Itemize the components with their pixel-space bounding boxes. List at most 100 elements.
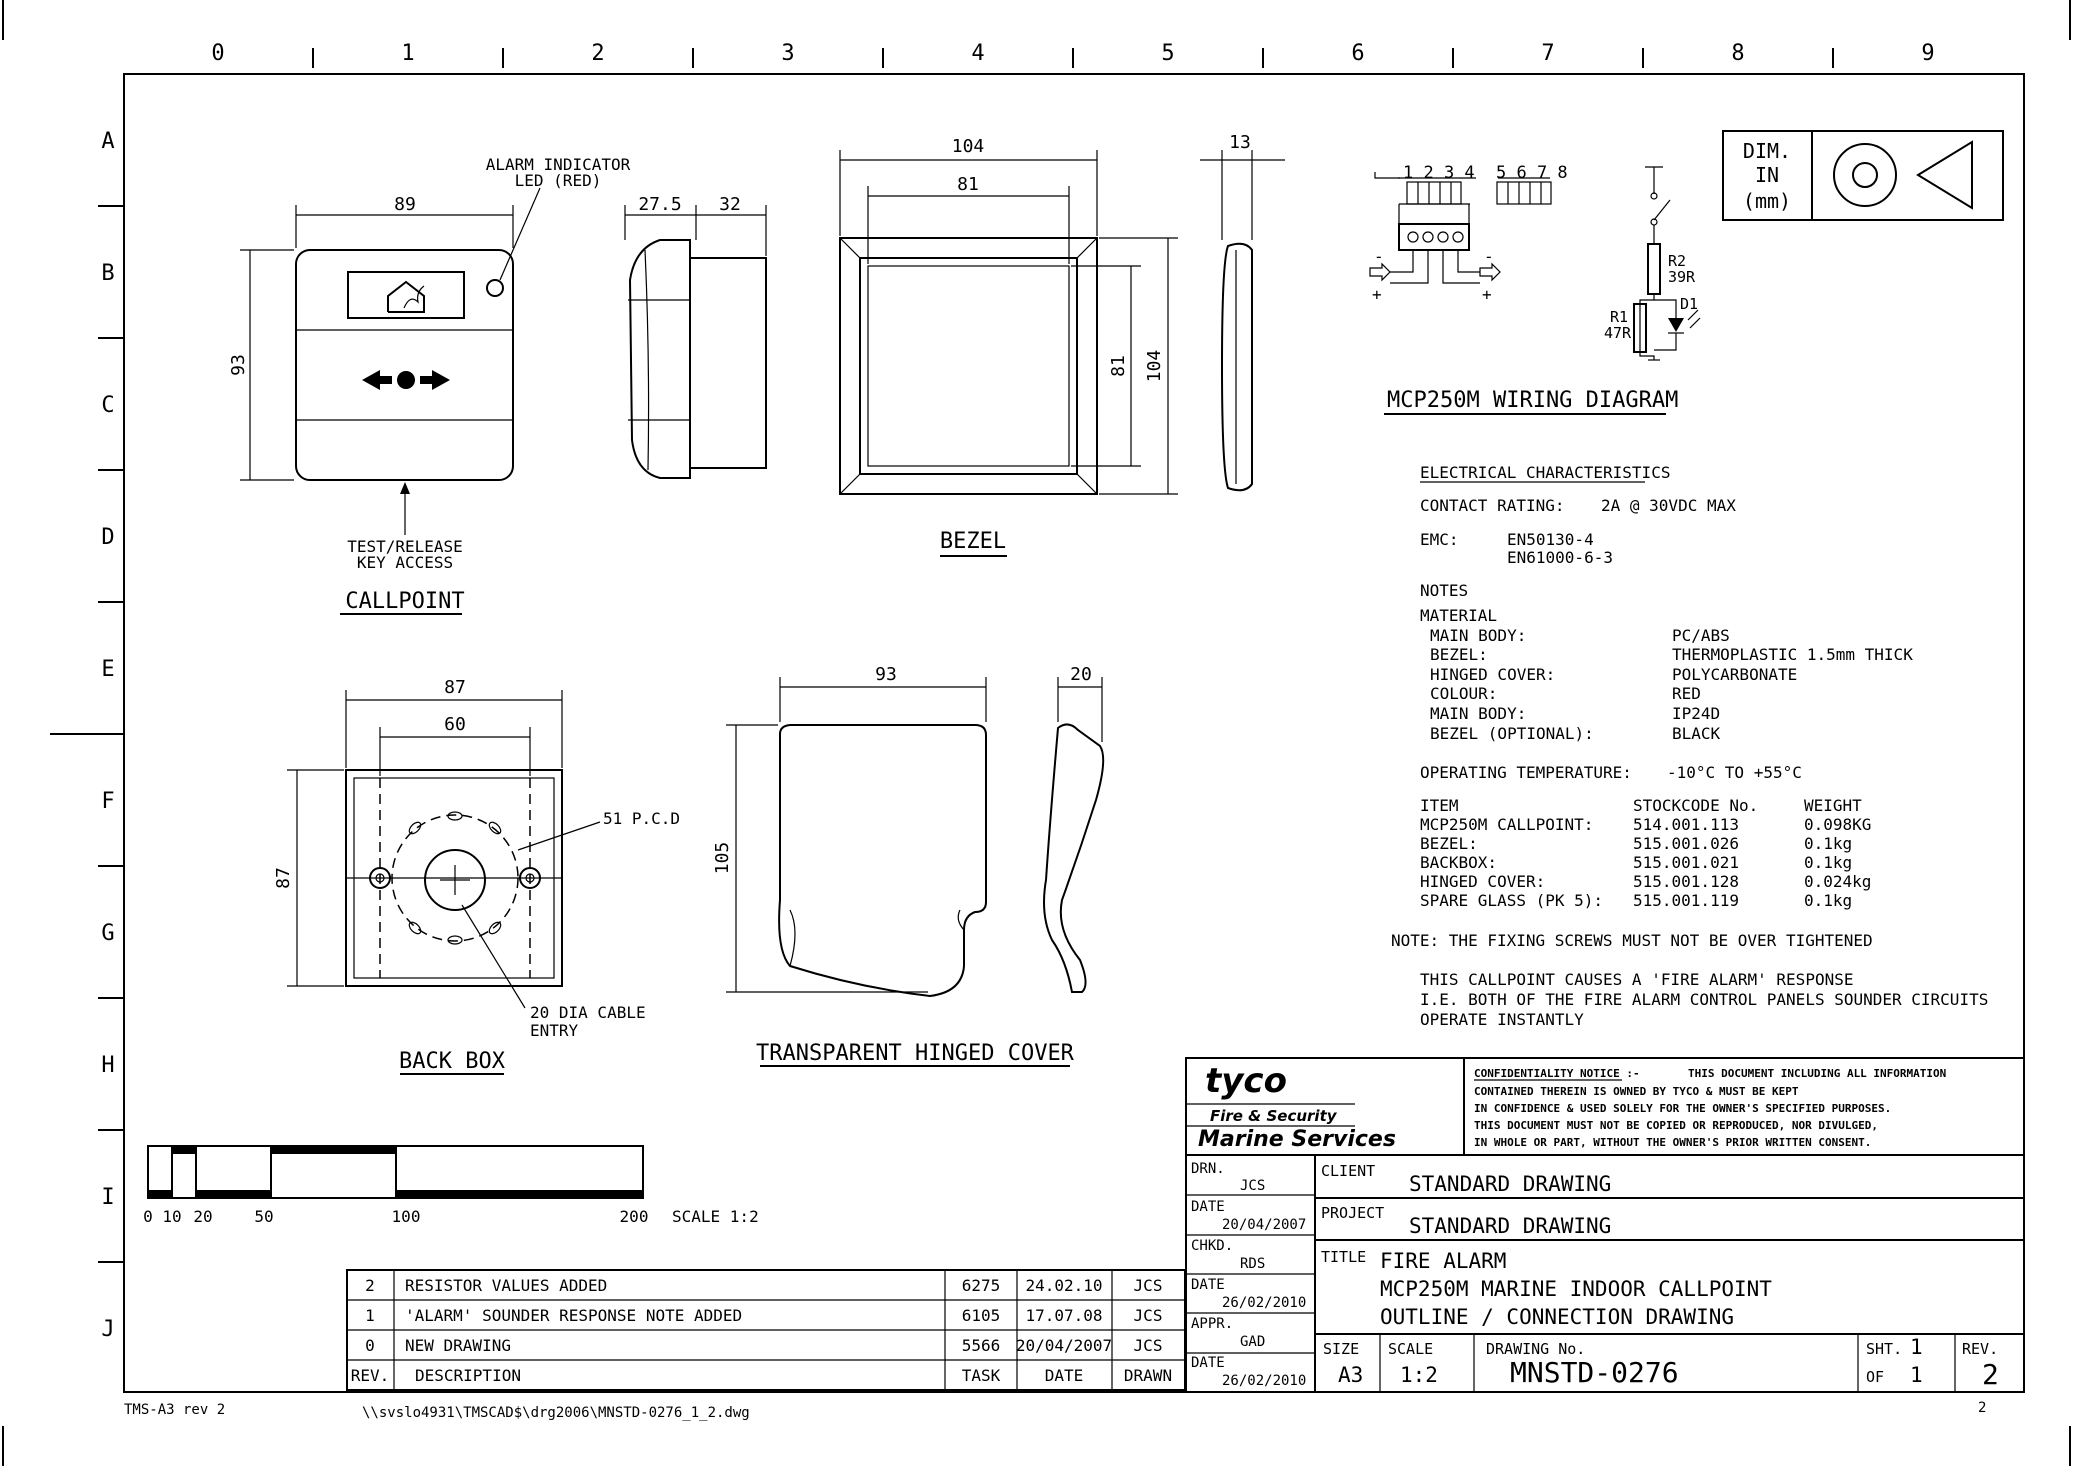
bezel-view: 104 81 81 104 BEZEL <box>839 136 1178 557</box>
col-label: 3 <box>781 41 794 66</box>
cable-label: 20 DIA CABLE <box>530 1003 646 1022</box>
scale-value: 1:2 <box>1400 1363 1438 1387</box>
backbox-dim-inner: 60 <box>444 714 466 735</box>
date-label: DATE <box>1191 1277 1225 1293</box>
backbox-title: BACK BOX <box>399 1049 506 1074</box>
polarity: + <box>1482 285 1492 304</box>
material-value: BLACK <box>1672 724 1721 743</box>
bezel-dim-depth: 13 <box>1229 132 1251 153</box>
material-label: MAIN BODY: <box>1430 626 1526 645</box>
dim-label: DIM. <box>1743 139 1791 163</box>
alarm-led-icon <box>486 279 504 297</box>
tyco-logo: tyco <box>1205 1061 1287 1101</box>
material-value: IP24D <box>1672 704 1720 723</box>
material-value: THERMOPLASTIC 1.5mm THICK <box>1672 645 1913 664</box>
item-name: SPARE GLASS (PK 5): <box>1420 891 1603 910</box>
dim-label: (mm) <box>1743 189 1791 213</box>
item-weight: 0.1kg <box>1804 891 1852 910</box>
template-ref: TMS-A3 rev 2 <box>124 1402 225 1418</box>
material-label: MAIN BODY: <box>1430 704 1526 723</box>
rev-label: REV. <box>1962 1340 1998 1358</box>
dim-width: 89 <box>394 194 416 215</box>
drn-label: DRN. <box>1191 1161 1225 1177</box>
backbox-dim-outer: 87 <box>444 677 466 698</box>
scale-tick: 200 <box>620 1207 649 1226</box>
col-label: 4 <box>971 41 984 66</box>
col-label: 8 <box>1731 41 1744 66</box>
house-fire-icon <box>387 280 425 313</box>
emc-value: EN50130-4 <box>1507 530 1594 549</box>
chkd-value: RDS <box>1240 1256 1265 1272</box>
conf-text: CONTAINED THEREIN IS OWNED BY TYCO & MUS… <box>1474 1085 1799 1098</box>
appr-value: GAD <box>1240 1334 1265 1350</box>
resistor-r2 <box>1647 243 1661 295</box>
side-dim: 32 <box>719 194 741 215</box>
revision-table: 2 RESISTOR VALUES ADDED 6275 24.02.10 JC… <box>346 1269 1186 1391</box>
col-label: 5 <box>1161 41 1174 66</box>
col-label: 9 <box>1921 41 1934 66</box>
callpoint-view: 89 93 ALARM INDICATOR LED (RED) TEST/REL… <box>228 155 631 615</box>
row-label: B <box>101 261 114 286</box>
rev-header: TASK <box>962 1366 1001 1385</box>
note-fixing: NOTE: THE FIXING SCREWS MUST NOT BE OVER… <box>1391 931 1873 950</box>
item-weight: 0.024kg <box>1804 872 1871 891</box>
notes-heading: NOTES <box>1420 581 1468 600</box>
drawing-title: OUTLINE / CONNECTION DRAWING <box>1380 1305 1734 1329</box>
row-label: E <box>101 657 114 682</box>
callpoint-side-view: 27.5 32 <box>624 194 767 479</box>
material-value: PC/ABS <box>1672 626 1730 645</box>
scale-tick: 50 <box>254 1207 273 1226</box>
drawing-title: FIRE ALARM <box>1380 1249 1506 1273</box>
cover-title: TRANSPARENT HINGED COVER <box>756 1041 1075 1066</box>
backbox-view: 87 60 87 51 P.C.D 20 DIA CABLE ENTRY BAC… <box>273 677 680 1075</box>
item-header: STOCKCODE No. <box>1633 796 1758 815</box>
r1-value: 47R <box>1604 324 1632 342</box>
rev-by: JCS <box>1134 1336 1163 1355</box>
cable-out-arrow-icon <box>1479 262 1501 282</box>
dimensions-unit-box: DIM. IN (mm) <box>1722 130 2004 221</box>
item-header: WEIGHT <box>1804 796 1862 815</box>
rev-header: REV. <box>351 1366 390 1385</box>
item-code: 514.001.113 <box>1633 815 1739 834</box>
material-label: BEZEL (OPTIONAL): <box>1430 724 1594 743</box>
material-value: RED <box>1672 684 1701 703</box>
sht-value: 1 <box>1910 1335 1923 1359</box>
scale-tick: 20 <box>193 1207 212 1226</box>
cover-dim-depth: 20 <box>1070 664 1092 685</box>
rev-header: DESCRIPTION <box>415 1366 521 1385</box>
bezel-dim-inner-h: 81 <box>1108 355 1129 377</box>
of-label: OF <box>1866 1368 1884 1386</box>
scale-tick: 10 <box>162 1207 181 1226</box>
col-label: 6 <box>1351 41 1364 66</box>
emc-value: EN61000-6-3 <box>1507 548 1613 567</box>
item-name: MCP250M CALLPOINT: <box>1420 815 1593 834</box>
backbox-dim-height: 87 <box>273 867 294 889</box>
r2-value: 39R <box>1668 268 1696 286</box>
rev-desc: NEW DRAWING <box>405 1336 511 1355</box>
row-label: H <box>101 1053 114 1078</box>
conf-text: IN WHOLE OR PART, WITHOUT THE OWNER'S PR… <box>1474 1136 1871 1149</box>
test-key-label: KEY ACCESS <box>357 553 453 572</box>
resistor-r1 <box>1633 303 1647 353</box>
material-value: POLYCARBONATE <box>1672 665 1797 684</box>
elec-heading: ELECTRICAL CHARACTERISTICS <box>1420 463 1670 482</box>
date-value: 26/02/2010 <box>1222 1373 1306 1389</box>
alarm-led-label: LED (RED) <box>515 171 602 190</box>
cover-dim-height: 105 <box>712 842 733 875</box>
rev-task: 6275 <box>962 1276 1001 1295</box>
pcd-label: 51 P.C.D <box>603 809 680 828</box>
conf-heading: CONFIDENTIALITY NOTICE :- <box>1474 1067 1640 1080</box>
wiring-title: MCP250M WIRING DIAGRAM <box>1387 388 1678 413</box>
conf-text: THIS DOCUMENT INCLUDING ALL INFORMATION <box>1688 1067 1946 1080</box>
material-label: COLOUR: <box>1430 684 1497 703</box>
item-code: 515.001.026 <box>1633 834 1739 853</box>
contact-label: CONTACT RATING: <box>1420 496 1565 515</box>
rev-num: 1 <box>365 1306 375 1325</box>
item-code: 515.001.119 <box>1633 891 1739 910</box>
cable-in-arrow-icon <box>1369 262 1391 282</box>
conf-text: IN CONFIDENCE & USED SOLELY FOR THE OWNE… <box>1474 1102 1891 1115</box>
polarity: + <box>1372 285 1382 304</box>
terminal-numbers: 5 6 7 8 <box>1496 163 1568 183</box>
